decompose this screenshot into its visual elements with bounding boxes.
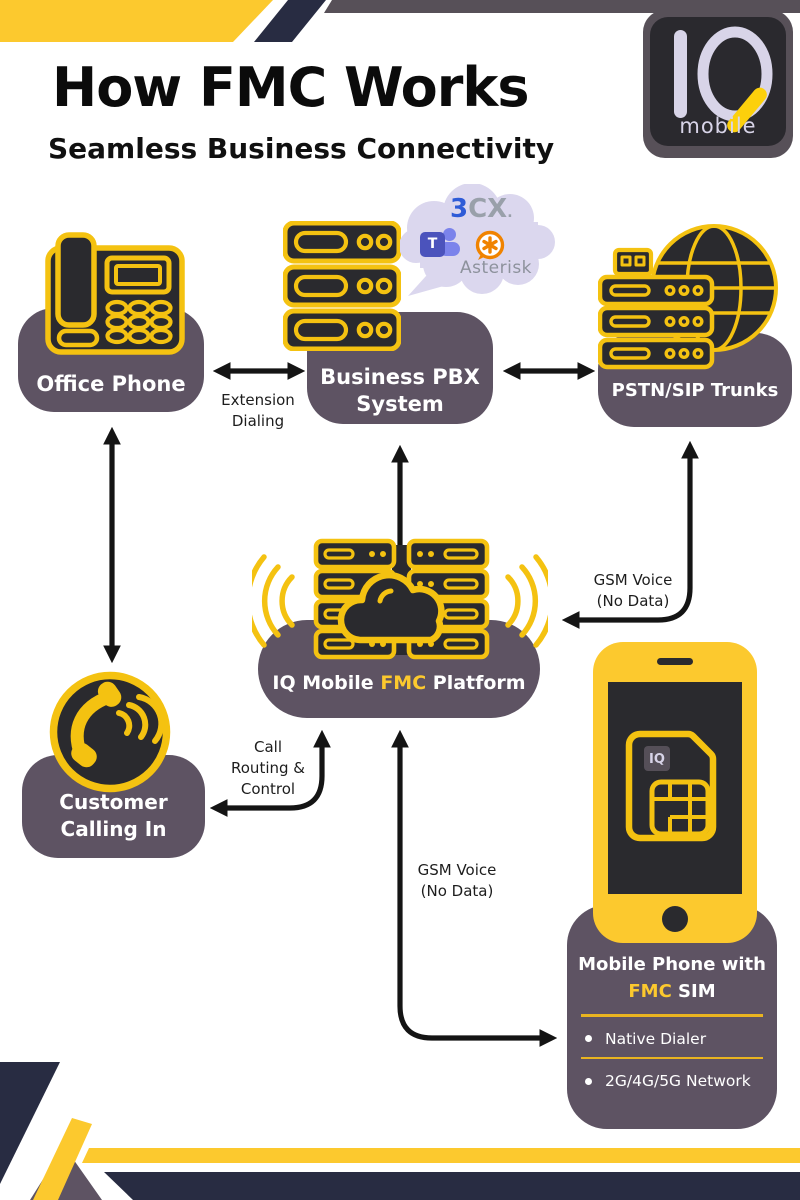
cloud-icon xyxy=(337,571,445,644)
teams-logo-icon: T xyxy=(420,232,445,257)
pbx-vendors-bubble: 3CX. T Asterisk xyxy=(400,184,556,302)
brand-logo: mobile xyxy=(643,10,793,158)
phone-speaker xyxy=(657,658,693,665)
mobile-title-suffix: SIM xyxy=(671,981,716,1002)
bottom-yellow-stripe xyxy=(82,1148,800,1163)
mobile-title-accent: FMC xyxy=(628,981,672,1002)
asterisk-logo-icon xyxy=(475,230,505,260)
corner-decoration-yellow-top xyxy=(0,0,273,42)
iq-logo-icon xyxy=(674,26,773,133)
threecx-logo: 3CX. xyxy=(450,194,513,224)
pbx-label-line2: System xyxy=(356,392,444,416)
customer-label-line1: Customer xyxy=(59,790,168,814)
bullet-dot xyxy=(585,1077,592,1085)
mobile-feature-network: 2G/4G/5G Network xyxy=(585,1072,777,1090)
platform-label-prefix: IQ Mobile xyxy=(272,672,381,694)
mobile-feature-native-dialer: Native Dialer xyxy=(585,1030,777,1048)
pstn-globe-server-icon xyxy=(598,224,778,370)
page-subtitle: Seamless Business Connectivity xyxy=(48,132,555,165)
phone-home-button xyxy=(662,906,688,932)
asterisk-logo-word: Asterisk xyxy=(460,258,533,278)
sim-chip-icon xyxy=(649,779,711,837)
corner-decoration-bottom-left xyxy=(0,1062,102,1200)
top-bar-decoration xyxy=(324,0,800,13)
edge-label-call-routing: Call Routing & Control xyxy=(231,738,305,798)
brand-wordmark: mobile xyxy=(679,114,757,138)
fmc-cloud-server-icon xyxy=(252,538,548,660)
calling-phone-icon xyxy=(49,671,171,793)
teams-logo-head xyxy=(443,228,456,241)
mobile-title-line1: Mobile Phone with xyxy=(578,954,766,975)
customer-label-line2: Calling In xyxy=(60,817,167,841)
sound-waves-icon xyxy=(116,694,165,744)
divider xyxy=(581,1014,763,1017)
page-title: How FMC Works xyxy=(52,56,529,119)
signal-waves-icon xyxy=(252,554,548,648)
pbx-server-icon xyxy=(283,221,401,351)
pstn-label: PSTN/SIP Trunks xyxy=(611,380,779,401)
edge-label-gsm-voice-bottom: GSM Voice (No Data) xyxy=(417,861,497,900)
smartphone-icon: IQ xyxy=(593,642,757,943)
phone-screen: IQ xyxy=(608,682,742,894)
divider xyxy=(581,1056,763,1059)
sim-card-icon: IQ xyxy=(625,730,717,842)
sim-badge-text: IQ xyxy=(649,752,665,767)
desk-phone-icon xyxy=(45,232,185,355)
edge-label-gsm-voice-right: GSM Voice (No Data) xyxy=(593,571,673,610)
pbx-label-line1: Business PBX xyxy=(320,365,480,389)
office-phone-label: Office Phone xyxy=(36,372,186,396)
platform-label-accent: FMC xyxy=(380,672,427,694)
bullet-dot xyxy=(585,1035,592,1042)
bottom-navy-stripe xyxy=(104,1172,800,1200)
platform-label-suffix: Platform xyxy=(426,672,526,694)
brand-logo-tile: mobile xyxy=(650,17,786,146)
edge-label-extension-dialing: Extension Dialing xyxy=(221,391,295,430)
